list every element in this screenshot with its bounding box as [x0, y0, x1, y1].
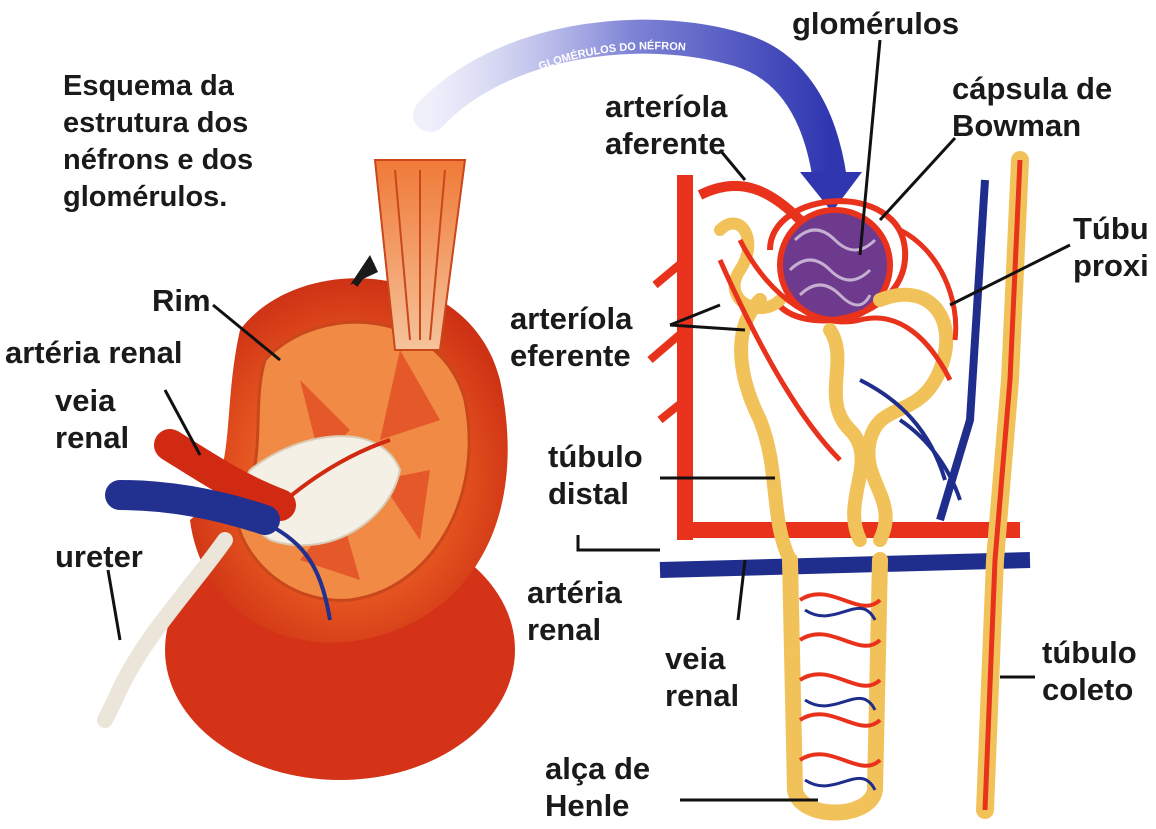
label-arteriola-aferente-line1: arteríola	[605, 88, 727, 125]
label-arteria-renal-right-line1: artéria	[527, 574, 622, 611]
label-veia-renal-right-line2: renal	[665, 677, 739, 714]
label-arteriola-eferente-line2: eferente	[510, 337, 632, 374]
caption-line-1: Esquema da	[63, 68, 253, 105]
label-tubulo-coletor-line1: túbulo	[1042, 634, 1137, 671]
label-arteriola-eferente: arteríola eferente	[510, 300, 632, 374]
label-tubulo-distal: túbulo distal	[548, 438, 643, 512]
caption-line-2: estrutura dos	[63, 105, 253, 142]
caption-line-3: néfrons e dos	[63, 142, 253, 179]
label-tubulo-coletor-line2: coleto	[1042, 671, 1137, 708]
caption-line-4: glomérulos.	[63, 179, 253, 216]
kidney	[105, 160, 515, 780]
label-tubulo-distal-line1: túbulo	[548, 438, 643, 475]
label-tubulo-proximal: Túbu proxi	[1073, 210, 1149, 284]
label-tubulo-distal-line2: distal	[548, 475, 643, 512]
label-rim: Rim	[152, 282, 211, 319]
label-veia-renal-left: veia renal	[55, 382, 129, 456]
label-arteria-renal-right-line2: renal	[527, 611, 622, 648]
label-arteriola-aferente: arteríola aferente	[605, 88, 727, 162]
label-capsula-line2: Bowman	[952, 107, 1112, 144]
label-tubulo-proximal-line2: proxi	[1073, 247, 1149, 284]
label-arteriola-aferente-line2: aferente	[605, 125, 727, 162]
label-capsula-bowman: cápsula de Bowman	[952, 70, 1112, 144]
label-veia-renal-left-line2: renal	[55, 419, 129, 456]
label-veia-renal-left-line1: veia	[55, 382, 129, 419]
label-tubulo-coletor: túbulo coleto	[1042, 634, 1137, 708]
label-arteria-renal-right: artéria renal	[527, 574, 622, 648]
label-ureter: ureter	[55, 538, 143, 575]
label-capsula-line1: cápsula de	[952, 70, 1112, 107]
label-glomerulos: glomérulos	[792, 5, 959, 42]
label-tubulo-proximal-line1: Túbu	[1073, 210, 1149, 247]
label-arteriola-eferente-line1: arteríola	[510, 300, 632, 337]
nephron	[650, 160, 1030, 813]
label-veia-renal-right: veia renal	[665, 640, 739, 714]
label-veia-renal-right-line1: veia	[665, 640, 739, 677]
label-alca-henle-line2: Henle	[545, 787, 650, 824]
label-arteria-renal-left: artéria renal	[5, 334, 183, 371]
diagram-caption: Esquema da estrutura dos néfrons e dos g…	[63, 68, 253, 216]
label-alca-henle: alça de Henle	[545, 750, 650, 824]
label-alca-henle-line1: alça de	[545, 750, 650, 787]
